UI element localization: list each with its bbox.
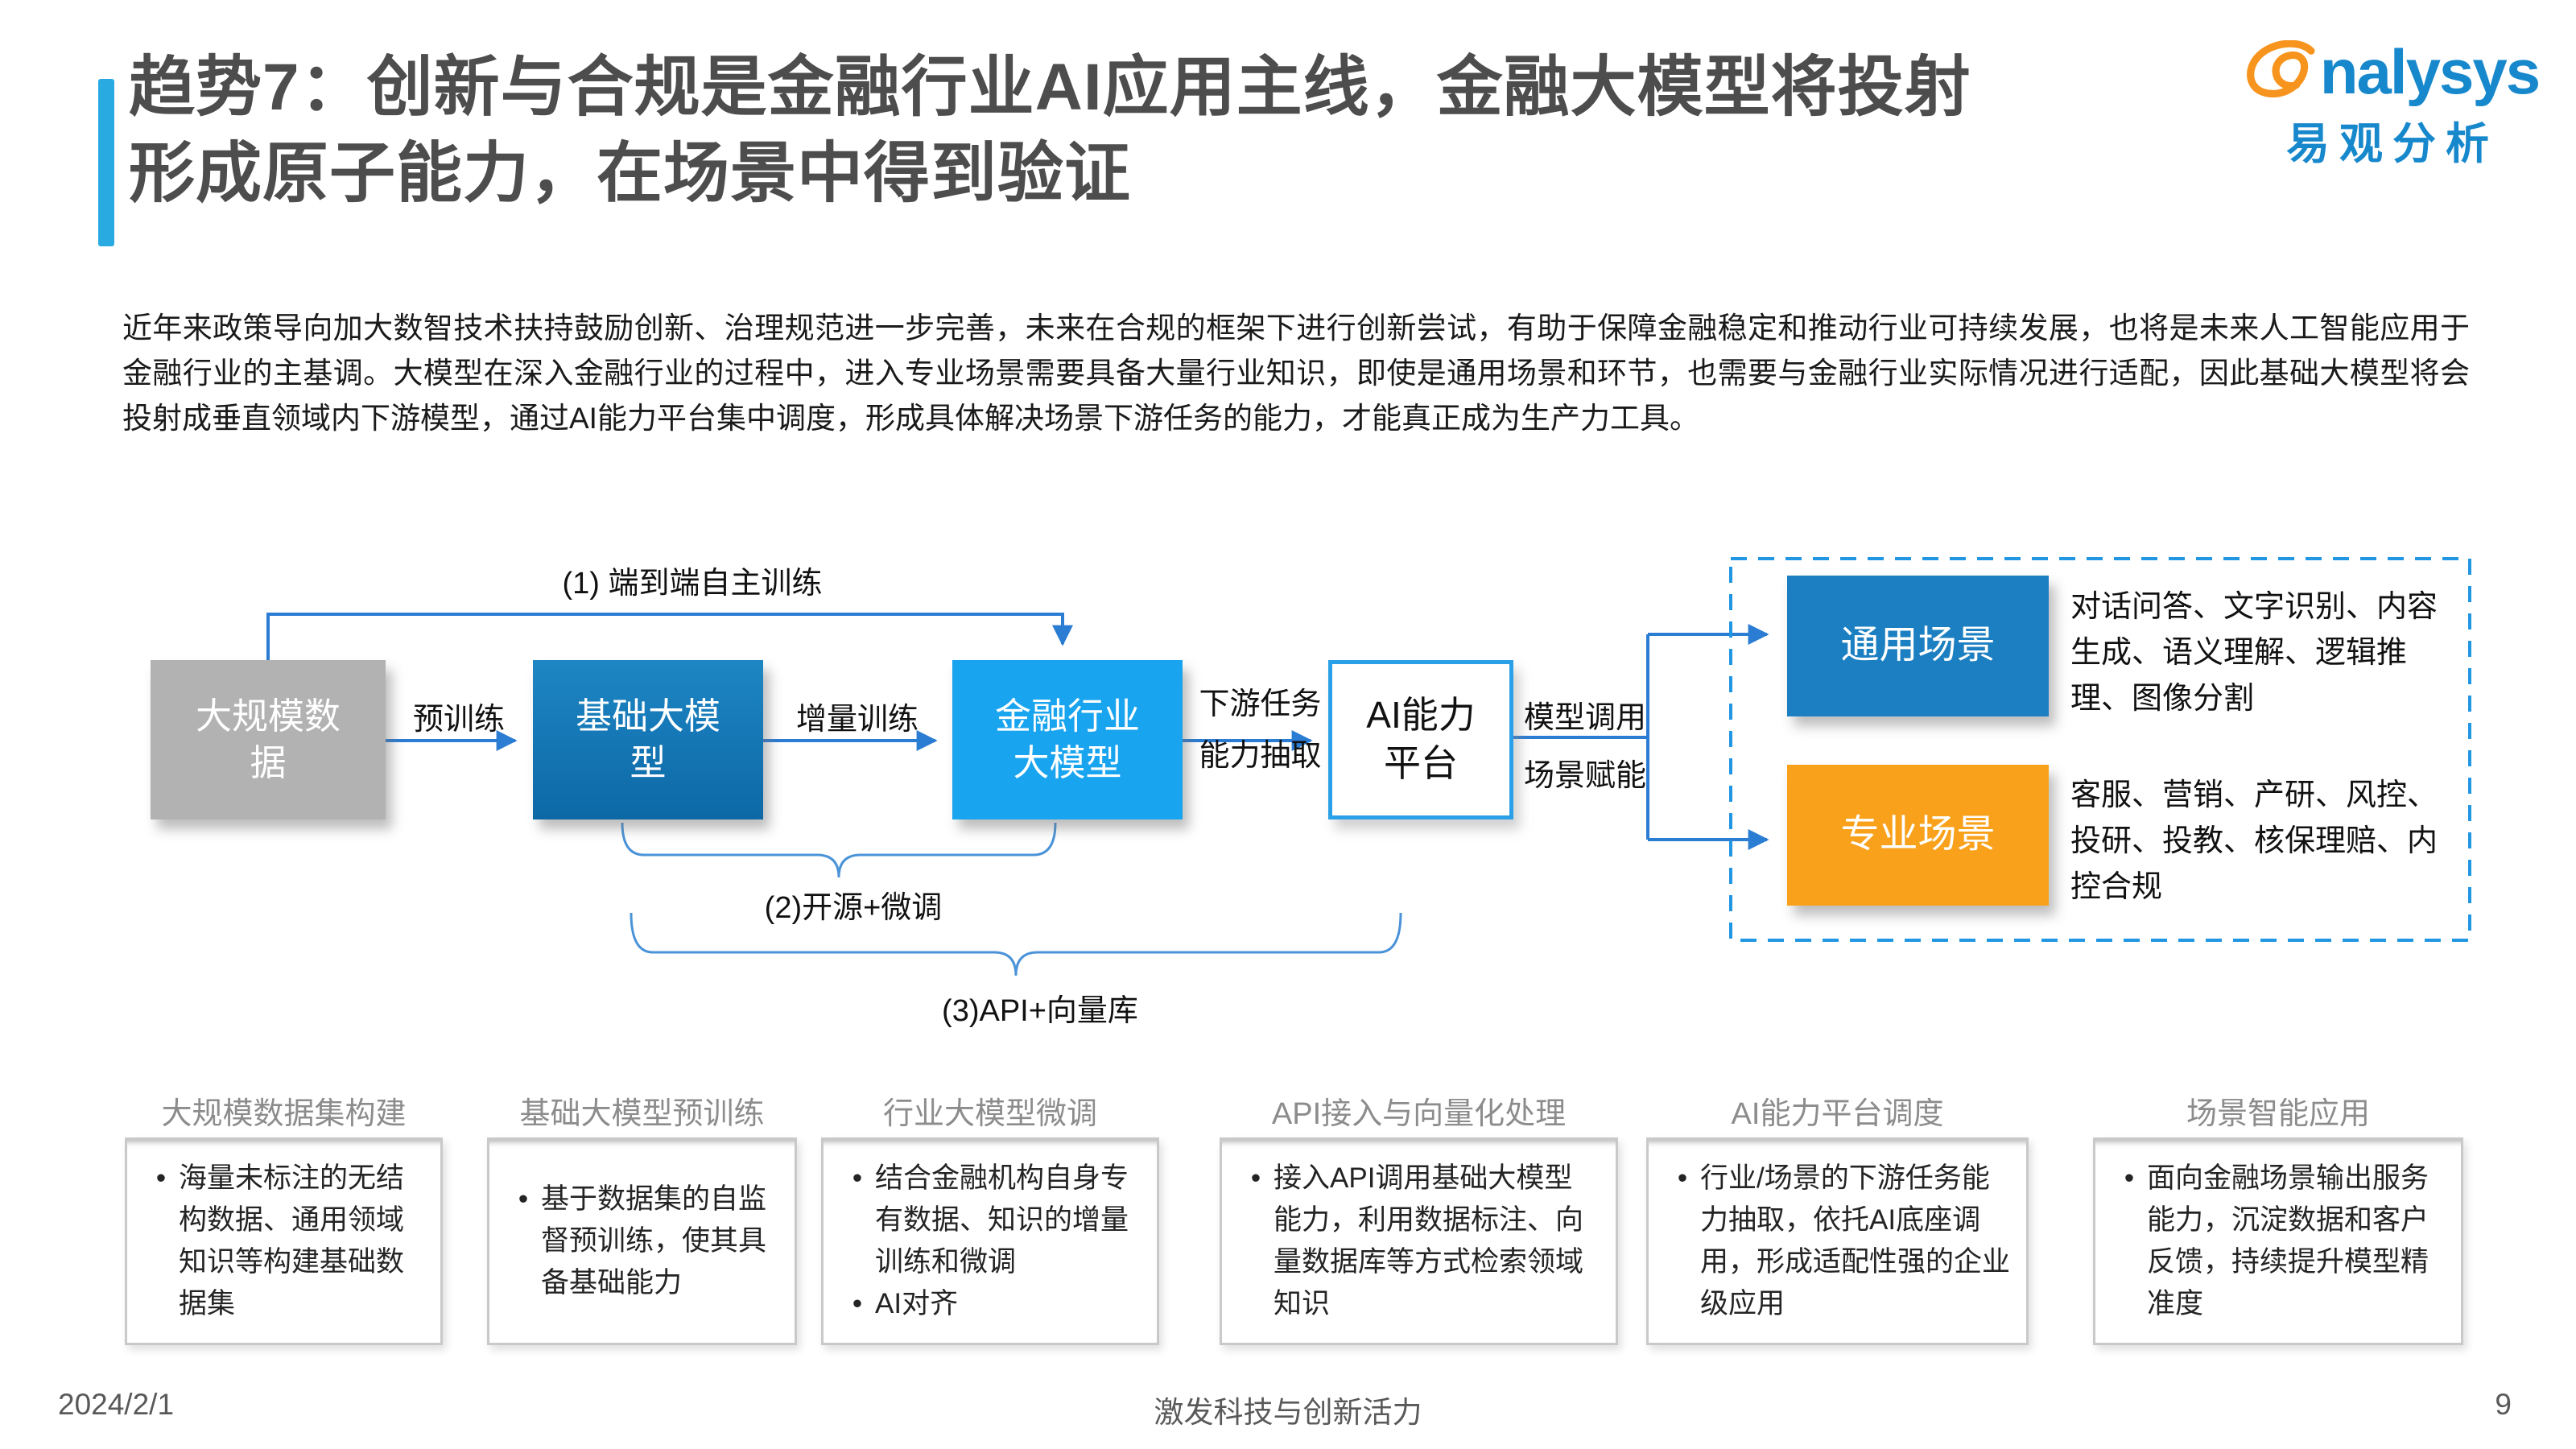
label-route1: (1) 端到端自主训练	[562, 567, 823, 601]
stage-bullet: •AI对齐	[840, 1283, 1141, 1325]
node-professional-scenario: 专业场景	[1787, 765, 2049, 906]
node-large-scale-data: 大规模数 据	[151, 660, 386, 819]
general-scenario-desc: 对话问答、文字识别、内容生成、语义理解、逻辑推理、图像分割	[2070, 590, 2438, 716]
stage-title-5: AI能力平台调度	[1731, 1097, 1944, 1131]
stage-card-2: •基于数据集的自监督预训练，使其具备基础能力	[487, 1137, 797, 1345]
label-incremental: 增量训练	[795, 703, 919, 737]
logo-chinese-name: 易观分析	[2286, 120, 2499, 168]
page-title: 趋势7：创新与合规是金融行业AI应用主线，金融大模型将投射 形成原子能力，在场景…	[129, 51, 1971, 210]
bullet-dot-icon: •	[1250, 1162, 1261, 1194]
stage-title-6: 场景智能应用	[2186, 1097, 2370, 1131]
stage-bullet: •基于数据集的自监督预训练，使其具备基础能力	[506, 1179, 778, 1304]
bullet-dot-icon: •	[1677, 1162, 1688, 1194]
label-scene-empower: 场景赋能	[1524, 759, 1647, 793]
bullet-dot-icon: •	[518, 1183, 529, 1215]
stage-bullet: •海量未标注的无结构数据、通用领域知识等构建基础数据集	[143, 1158, 424, 1325]
professional-scenario-desc: 客服、营销、产研、风控、投研、投教、核保理赔、内控合规	[2070, 778, 2438, 904]
label-model-call: 模型调用	[1524, 701, 1647, 735]
stage-bullet: •行业/场景的下游任务能力抽取，依托AI底座调用，形成适配性强的企业级应用	[1665, 1158, 2010, 1325]
label-pretrain: 预训练	[412, 703, 505, 737]
logo-swirl-a-icon	[2246, 39, 2320, 103]
stage-title-2: 基础大模型预训练	[519, 1097, 765, 1131]
node-general-scenario: 通用场景	[1787, 576, 2049, 716]
node-foundation-model: 基础大模 型	[533, 660, 763, 819]
stage-title-1: 大规模数据集构建	[161, 1097, 407, 1131]
stage-card-5: •行业/场景的下游任务能力抽取，依托AI底座调用，形成适配性强的企业级应用	[1646, 1137, 2029, 1345]
label-route3: (3)API+向量库	[942, 994, 1138, 1028]
title-accent-bar	[98, 79, 114, 246]
bullet-dot-icon: •	[852, 1162, 863, 1194]
stage-card-3: •结合金融机构自身专有数据、知识的增量训练和微调 •AI对齐	[821, 1137, 1159, 1345]
stage-title-3: 行业大模型微调	[882, 1097, 1097, 1131]
intro-paragraph: 近年来政策导向加大数智技术扶持鼓励创新、治理规范进一步完善，未来在合规的框架下进…	[122, 312, 2470, 436]
bracket-path2	[621, 822, 1057, 878]
label-downstream: 下游任务 能力抽取	[1199, 687, 1322, 773]
node-finance-model: 金融行业 大模型	[952, 660, 1183, 819]
node-ai-platform: AI能力 平台	[1328, 660, 1513, 819]
footer-page-number: 9	[2495, 1388, 2512, 1421]
analysys-logo: nalysys 易观分析	[2247, 39, 2541, 171]
logo-wordmark: nalysys	[2319, 36, 2541, 107]
label-route2: (2)开源+微调	[764, 891, 943, 925]
stage-bullet: •接入API调用基础大模型能力，利用数据标注、向量数据库等方式检索领域知识	[1238, 1158, 1600, 1325]
stage-bullet: •面向金融场景输出服务能力，沉淀数据和客户反馈，持续提升模型精准度	[2112, 1158, 2445, 1325]
route1-line	[266, 613, 1073, 660]
bullet-dot-icon: •	[155, 1162, 167, 1194]
footer-slogan: 激发科技与创新活力	[1154, 1396, 1422, 1429]
footer-date: 2024/2/1	[58, 1388, 175, 1421]
stage-card-6: •面向金融场景输出服务能力，沉淀数据和客户反馈，持续提升模型精准度	[2093, 1137, 2463, 1345]
stage-card-4: •接入API调用基础大模型能力，利用数据标注、向量数据库等方式检索领域知识	[1220, 1137, 1618, 1345]
bullet-dot-icon: •	[2124, 1162, 2135, 1194]
stage-title-4: API接入与向量化处理	[1271, 1097, 1567, 1131]
bullet-dot-icon: •	[852, 1288, 863, 1319]
stage-card-1: •海量未标注的无结构数据、通用领域知识等构建基础数据集	[125, 1137, 443, 1345]
stage-bullet: •结合金融机构自身专有数据、知识的增量训练和微调	[840, 1158, 1141, 1283]
